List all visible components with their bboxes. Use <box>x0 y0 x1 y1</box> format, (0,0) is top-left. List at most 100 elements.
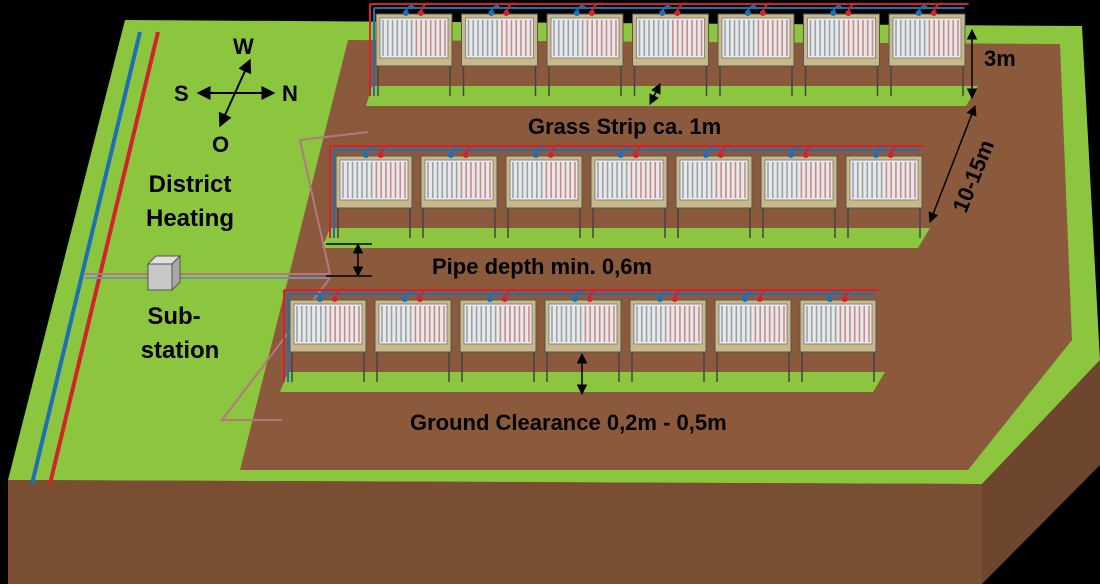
collector-supply-port <box>674 10 681 16</box>
collector-supply-port <box>930 10 937 16</box>
grass-strip-row-2 <box>322 228 930 248</box>
grass-strip-row-1 <box>366 86 978 106</box>
collector-supply-port <box>632 152 639 158</box>
soil-area <box>240 40 1072 470</box>
collector-return-port <box>486 296 493 302</box>
collector-supply-port <box>588 10 595 16</box>
ground-clearance-label: Ground Clearance 0,2m - 0,5m <box>410 410 727 435</box>
collector-return-port <box>826 296 833 302</box>
solar-collector <box>546 2 624 96</box>
collector-supply-port <box>887 152 894 158</box>
collector-panel <box>803 303 873 345</box>
solar-collector <box>845 144 923 238</box>
solar-collector <box>505 144 583 238</box>
row-spacing-arrow <box>928 105 977 223</box>
solar-collector <box>760 144 838 238</box>
collector-panel <box>378 303 448 345</box>
collector-return-port <box>532 152 539 158</box>
collector-panel <box>679 159 749 201</box>
compass-s-label: S <box>174 81 189 106</box>
collector-return-port <box>915 10 922 16</box>
collector-panel <box>424 159 494 201</box>
solar-collector <box>803 2 880 96</box>
collector-supply-port <box>845 10 852 16</box>
collector-panel <box>465 17 534 59</box>
compass-n-label: N <box>282 81 298 106</box>
collector-panel <box>849 159 919 201</box>
solar-collector <box>544 288 622 382</box>
collector-return-port <box>571 296 578 302</box>
solar-collector <box>289 288 367 382</box>
substation-label-line1: Sub- <box>147 303 200 330</box>
collector-return-port <box>741 296 748 302</box>
solar-collector <box>799 288 877 382</box>
spacing-3m-label: 3m <box>984 46 1016 71</box>
collector-return-port <box>402 10 409 16</box>
ground-block-right-side <box>982 360 1100 584</box>
district-supply-pipe <box>48 31 160 485</box>
collector-return-port <box>659 10 666 16</box>
collector-supply-port <box>501 296 508 302</box>
collector-return-port <box>702 152 709 158</box>
collector-return-port <box>573 10 580 16</box>
collector-supply-port <box>547 152 554 158</box>
collector-panel <box>892 17 962 59</box>
solar-collector <box>629 288 707 382</box>
collector-panel <box>594 159 664 201</box>
collector-panel <box>764 159 834 201</box>
compass-o-label: O <box>212 132 229 157</box>
collector-supply-port <box>503 10 510 16</box>
solar-collector <box>675 144 753 238</box>
collector-return-port <box>617 152 624 158</box>
compass-wo-arrow <box>218 58 252 128</box>
collector-row-2 <box>329 144 925 238</box>
collector-panel <box>636 17 705 59</box>
collector-panel <box>293 303 363 345</box>
collector-panel <box>548 303 618 345</box>
solar-collector <box>461 2 538 96</box>
solar-collector <box>632 2 709 96</box>
collector-supply-port <box>756 296 763 302</box>
collector-supply-port <box>331 296 338 302</box>
solar-collector <box>590 144 668 238</box>
ground-block-front <box>8 480 982 584</box>
collector-return-port <box>656 296 663 302</box>
compass <box>196 58 276 128</box>
solar-collector <box>335 144 413 238</box>
solar-collector <box>717 2 795 96</box>
collector-supply-port <box>671 296 678 302</box>
collector-supply-port <box>841 296 848 302</box>
collector-panel <box>339 159 409 201</box>
collector-return-port <box>744 10 751 16</box>
collector-panel <box>509 159 579 201</box>
collector-supply-port <box>759 10 766 16</box>
collector-supply-port <box>462 152 469 158</box>
collector-panel <box>379 17 449 59</box>
district-return-pipe <box>30 31 142 485</box>
collector-supply-port <box>416 296 423 302</box>
collector-panel <box>721 17 791 59</box>
compass-w-label: W <box>233 34 254 59</box>
collector-return-port <box>447 152 454 158</box>
collector-return-port <box>316 296 323 302</box>
collector-return-port <box>401 296 408 302</box>
collector-rows <box>283 2 969 382</box>
substation-box <box>146 254 182 292</box>
solar-collector <box>374 288 452 382</box>
collector-return-port <box>787 152 794 158</box>
collector-return-port <box>362 152 369 158</box>
solar-collector <box>459 288 537 382</box>
solar-collector <box>375 2 453 96</box>
collector-supply-port <box>377 152 384 158</box>
substation-label-line2: station <box>141 337 220 364</box>
collector-row-3 <box>283 288 879 382</box>
collector-panel <box>463 303 533 345</box>
collector-return-port <box>830 10 837 16</box>
collector-row-1 <box>369 2 969 96</box>
grass-strip-label: Grass Strip ca. 1m <box>528 114 721 139</box>
solar-collector <box>420 144 498 238</box>
solar-collector <box>714 288 792 382</box>
collector-return-port <box>872 152 879 158</box>
solar-collector <box>888 2 966 96</box>
